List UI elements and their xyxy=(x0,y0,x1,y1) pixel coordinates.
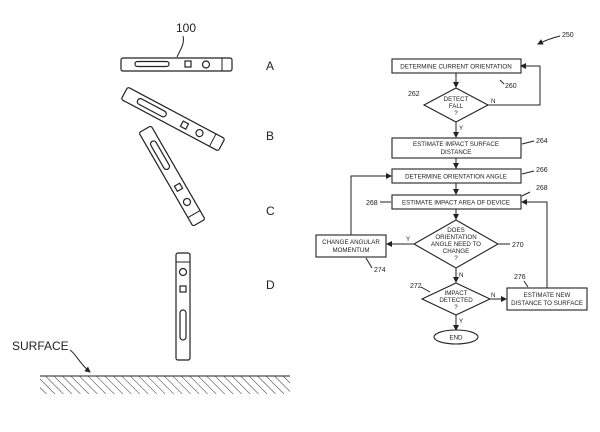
ref-272: 272 xyxy=(410,283,422,290)
step-change-momentum: CHANGE ANGULAR MOMENTUM xyxy=(315,234,387,258)
device-position-a xyxy=(120,57,233,72)
svg-text:ESTIMATE IMPACT AREA OF DEVICE: ESTIMATE IMPACT AREA OF DEVICE xyxy=(402,200,510,207)
svg-text:CHANGE ANGULAR: CHANGE ANGULAR xyxy=(322,239,380,246)
detect-fall-yes: Y xyxy=(459,125,463,132)
surface-label: SURFACE xyxy=(12,339,69,353)
decision-detect-fall: DETECT FALL ? xyxy=(422,87,490,123)
svg-text:DISTANCE: DISTANCE xyxy=(441,149,472,156)
figure-ref-label: 250 xyxy=(562,32,574,39)
svg-text:DETERMINE ORIENTATION ANGLE: DETERMINE ORIENTATION ANGLE xyxy=(405,174,507,181)
svg-text:ESTIMATE IMPACT SURFACE: ESTIMATE IMPACT SURFACE xyxy=(413,141,499,148)
device-ref-leader xyxy=(176,35,184,58)
step-estimate-area: ESTIMATE IMPACT AREA OF DEVICE xyxy=(391,194,522,210)
svg-text:DISTANCE TO SURFACE: DISTANCE TO SURFACE xyxy=(511,300,583,307)
step-estimate-new-distance: ESTIMATE NEW DISTANCE TO SURFACE xyxy=(506,287,588,311)
ref-274: 274 xyxy=(374,267,386,274)
impact-yes: Y xyxy=(459,318,463,325)
svg-text:END: END xyxy=(449,335,463,342)
orient-change-no: N xyxy=(459,272,463,279)
step-determine-orientation: DETERMINE CURRENT ORIENTATION xyxy=(391,58,522,74)
svg-text:DOES: DOES xyxy=(447,227,465,234)
position-a-label: A xyxy=(266,59,274,73)
svg-text:FALL: FALL xyxy=(449,103,464,110)
ref-260: 260 xyxy=(505,83,517,90)
position-b-label: B xyxy=(266,129,274,143)
device-position-d xyxy=(175,252,191,361)
decision-orientation-change: DOES ORIENTATION ANGLE NEED TO CHANGE ? xyxy=(412,219,500,269)
ref-266: 266 xyxy=(536,167,548,174)
step-determine-angle: DETERMINE ORIENTATION ANGLE xyxy=(391,168,522,184)
surface-leader-arrow xyxy=(69,349,91,373)
svg-text:ANGLE NEED TO: ANGLE NEED TO xyxy=(431,241,481,248)
svg-text:?: ? xyxy=(454,304,458,311)
figure-ref-arrow xyxy=(537,35,561,45)
terminal-end: END xyxy=(433,329,479,345)
ref-262: 262 xyxy=(408,91,420,98)
svg-text:ORIENTATION: ORIENTATION xyxy=(435,234,476,241)
orient-change-yes: Y xyxy=(406,236,410,243)
ref-270: 270 xyxy=(512,242,524,249)
device-position-b xyxy=(121,87,225,151)
ref-268-left: 268 xyxy=(366,200,378,207)
ref-276: 276 xyxy=(514,274,526,281)
ref-268-right: 268 xyxy=(536,185,548,192)
svg-text:DETECT: DETECT xyxy=(444,96,469,103)
svg-text:DETECTED: DETECTED xyxy=(439,297,473,304)
ref-264: 264 xyxy=(536,138,548,145)
svg-text:?: ? xyxy=(454,110,458,117)
surface-hatch xyxy=(40,376,290,394)
position-d-label: D xyxy=(266,278,275,292)
svg-text:DETERMINE CURRENT ORIENTATION: DETERMINE CURRENT ORIENTATION xyxy=(400,64,511,71)
svg-text:CHANGE: CHANGE xyxy=(443,248,469,255)
step-estimate-distance: ESTIMATE IMPACT SURFACE DISTANCE xyxy=(391,137,522,159)
device-ref-label: 100 xyxy=(176,21,196,35)
device-position-c xyxy=(139,125,205,227)
svg-text:MOMENTUM: MOMENTUM xyxy=(332,247,369,254)
impact-no: N xyxy=(491,292,495,299)
detect-fall-no: N xyxy=(491,98,495,105)
position-c-label: C xyxy=(266,204,275,218)
decision-impact-detected: IMPACT DETECTED ? xyxy=(420,282,492,316)
svg-text:ESTIMATE NEW: ESTIMATE NEW xyxy=(524,292,571,299)
svg-text:?: ? xyxy=(454,255,458,262)
svg-text:IMPACT: IMPACT xyxy=(445,290,468,297)
